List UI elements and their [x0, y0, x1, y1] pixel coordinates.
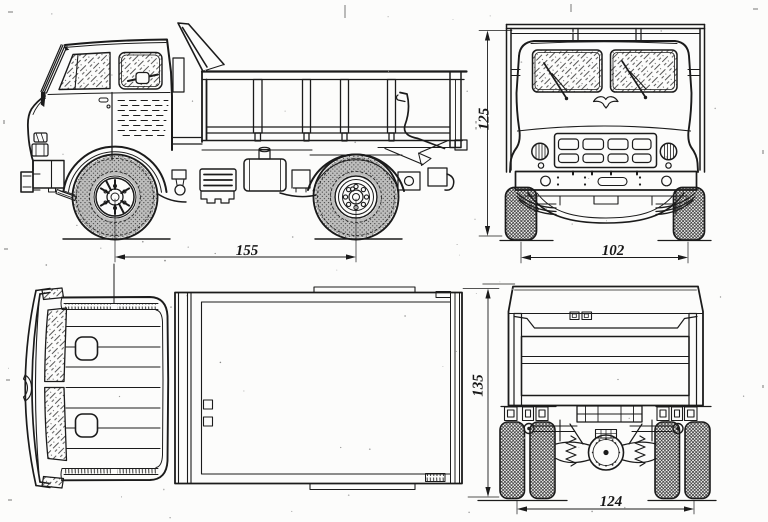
svg-text:102: 102 [602, 243, 625, 259]
svg-text:125: 125 [477, 107, 493, 130]
svg-text:135: 135 [471, 374, 487, 397]
svg-text:155: 155 [236, 243, 259, 259]
svg-text:124: 124 [600, 494, 623, 510]
